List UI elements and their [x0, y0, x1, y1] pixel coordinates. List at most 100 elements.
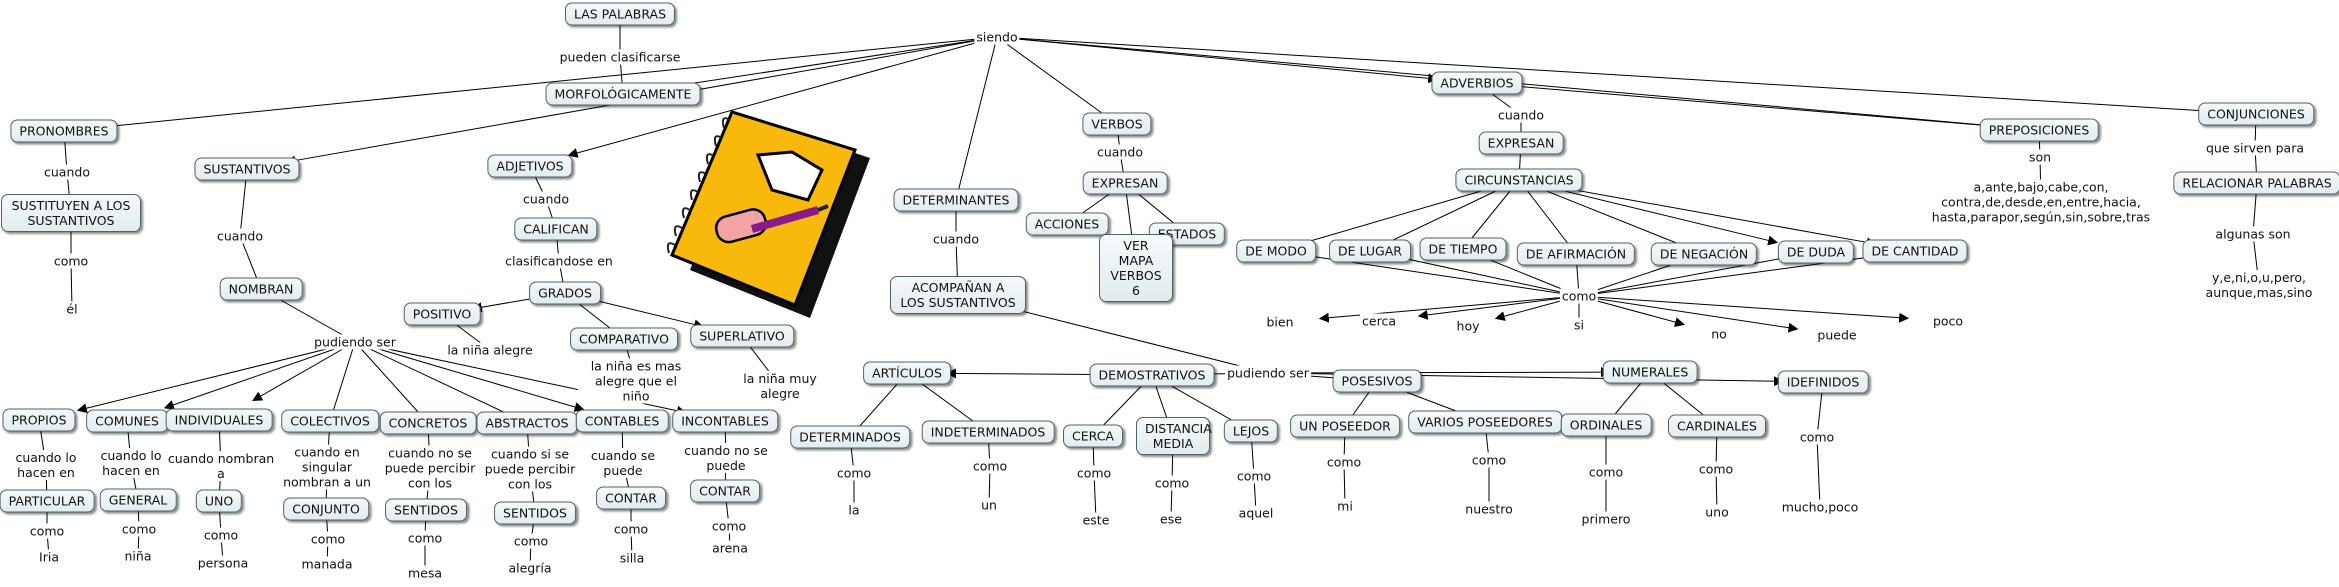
connector-line	[567, 36, 998, 158]
notebook-icon	[666, 110, 870, 318]
concept-node-comparativo[interactable]: COMPARATIVO	[570, 327, 678, 351]
concept-node-de-cantidad[interactable]: DE CANTIDAD	[1862, 239, 1968, 263]
concept-node-articulos[interactable]: ARTÍCULOS	[863, 361, 951, 385]
concept-node-contables[interactable]: CONTABLES	[575, 409, 669, 433]
linking-phrase-como-varios: como	[1469, 452, 1509, 468]
concept-node-abstractos[interactable]: ABSTRACTOS	[476, 411, 578, 435]
concept-node-conjunciones[interactable]: CONJUNCIONES	[2198, 102, 2314, 126]
concept-node-contar-a[interactable]: CONTAR	[596, 486, 666, 510]
concept-node-sentidos-a[interactable]: SENTIDOS	[385, 498, 467, 522]
connector-line	[354, 341, 528, 424]
concept-node-califican[interactable]: CALIFICAN	[514, 217, 598, 241]
linking-phrase-silla: silla	[617, 550, 647, 566]
concept-node-cerca[interactable]: CERCA	[1063, 424, 1123, 448]
concept-node-las-palabras[interactable]: LAS PALABRAS	[564, 2, 676, 26]
connector-line	[252, 341, 356, 401]
connector-line	[1578, 251, 1817, 297]
concept-node-distancia-media[interactable]: DISTANCIA MEDIA	[1136, 417, 1212, 455]
concept-node-comunes[interactable]: COMUNES	[86, 409, 168, 433]
concept-node-posesivos[interactable]: POSESIVOS	[1332, 369, 1422, 393]
linking-phrase-como-ordinales: como	[1586, 464, 1626, 480]
connector-line	[1093, 472, 1097, 521]
concept-node-superlativo[interactable]: SUPERLATIVO	[690, 324, 794, 348]
concept-node-de-negacion[interactable]: DE NEGACIÓN	[1650, 242, 1758, 266]
linking-phrase-preposiciones-lista: a,ante,bajo,cabe,con, contra,de,desde,en…	[1921, 179, 2161, 225]
connector-line	[1275, 179, 1520, 252]
concept-node-nombran[interactable]: NOMBRAN	[219, 277, 303, 301]
concept-node-cardinales[interactable]: CARDINALES	[1668, 414, 1766, 438]
concept-node-preposiciones[interactable]: PREPOSICIONES	[1979, 118, 2099, 142]
concept-node-indeterminados[interactable]: INDETERMINADOS	[921, 420, 1055, 444]
concept-node-colectivos[interactable]: COLECTIVOS	[281, 409, 379, 433]
concept-node-propios[interactable]: PROPIOS	[2, 408, 76, 432]
concept-node-de-tiempo[interactable]: DE TIEMPO	[1419, 237, 1507, 261]
concept-node-determinantes[interactable]: DETERMINANTES	[893, 188, 1019, 212]
concept-node-varios-poseedores[interactable]: VARIOS POSEEDORES	[1408, 410, 1562, 434]
linking-phrase-como-un-poseedor: como	[1324, 454, 1364, 470]
concept-node-de-lugar[interactable]: DE LUGAR	[1329, 239, 1411, 263]
connector-line	[1816, 436, 1821, 508]
concept-node-individuales[interactable]: INDIVIDUALES	[165, 408, 273, 432]
linking-phrase-como-cerca: como	[1074, 465, 1114, 481]
concept-node-ordinales[interactable]: ORDINALES	[1560, 413, 1652, 437]
linking-phrase-como-pron: como	[51, 253, 91, 269]
concept-node-lejos[interactable]: LEJOS	[1223, 419, 1279, 443]
linking-phrase-cuando-adj: cuando	[521, 191, 571, 207]
linking-phrase-persona: persona	[195, 555, 251, 571]
concept-node-sentidos-b[interactable]: SENTIDOS	[494, 501, 576, 525]
concept-node-uno[interactable]: UNO	[195, 489, 243, 513]
linking-phrase-la: la	[846, 502, 862, 518]
concept-node-de-duda[interactable]: DE DUDA	[1777, 240, 1855, 264]
connector-line	[354, 341, 429, 424]
concept-node-numerales[interactable]: NUMERALES	[1602, 360, 1698, 384]
concept-node-conjunto[interactable]: CONJUNTO	[283, 497, 369, 521]
concept-node-acompanan[interactable]: ACOMPAÑAN A LOS SUSTANTIVOS	[890, 276, 1026, 314]
concept-node-particular[interactable]: PARTICULAR	[0, 489, 95, 513]
concept-node-adverbios[interactable]: ADVERBIOS	[1431, 71, 1523, 95]
linking-phrase-uno-ej: uno	[1703, 504, 1731, 520]
concept-node-morfologicamente[interactable]: MORFOLÓGICAMENTE	[545, 82, 701, 106]
concept-node-determinados[interactable]: DETERMINADOS	[790, 425, 910, 449]
linking-phrase-como-incontables: como	[709, 518, 749, 534]
concept-node-sustantivos[interactable]: SUSTANTIVOS	[194, 157, 300, 181]
concept-node-acciones[interactable]: ACCIONES	[1025, 212, 1109, 236]
linking-phrase-cuando-concretos: cuando no se puede percibir con los	[376, 445, 484, 491]
connector-line	[996, 36, 1118, 125]
concept-node-circunstancias[interactable]: CIRCUNSTANCIAS	[1455, 168, 1583, 192]
concept-node-un-poseedor[interactable]: UN POSEEDOR	[1290, 414, 1400, 438]
concept-node-verbos[interactable]: VERBOS	[1082, 112, 1152, 136]
linking-phrase-como-indeterminados: como	[970, 458, 1010, 474]
linking-phrase-primero: primero	[1579, 511, 1633, 527]
concept-node-sustituyen[interactable]: SUSTITUYEN A LOS SUSTANTIVOS	[1, 194, 141, 232]
linking-phrase-como-contables: como	[611, 521, 651, 537]
concept-node-relacionar[interactable]: RELACIONAR PALABRAS	[2173, 171, 2339, 195]
concept-node-general[interactable]: GENERAL	[99, 488, 177, 512]
concept-node-de-afirmacion[interactable]: DE AFIRMACIÓN	[1516, 242, 1636, 266]
concept-node-pronombres[interactable]: PRONOMBRES	[10, 119, 118, 143]
linking-phrase-cuando-contables: cuando se puede	[581, 448, 665, 478]
concept-node-incontables[interactable]: INCONTABLES	[672, 409, 778, 433]
concept-node-contar-b[interactable]: CONTAR	[690, 479, 760, 503]
linking-phrase-conjunciones-lista: y,e,ni,o,u,pero, aunque,mas,sino	[2192, 270, 2326, 300]
connector-line	[1578, 250, 1916, 297]
linking-phrase-como-comunes: como	[119, 521, 159, 537]
linking-phrase-aquel: aquel	[1236, 505, 1276, 521]
concept-node-de-modo[interactable]: DE MODO	[1236, 239, 1316, 263]
concept-node-expresan-v[interactable]: EXPRESAN	[1082, 171, 1168, 195]
linking-phrase-cuando-pron: cuando	[42, 164, 92, 180]
concept-node-adjetivos[interactable]: ADJETIVOS	[487, 154, 573, 178]
linking-phrase-iria: Iria	[37, 549, 61, 565]
concept-node-indefinidos[interactable]: IDEFINIDOS	[1777, 370, 1869, 394]
concept-node-ver-mapa[interactable]: VER MAPA VERBOS 6	[1099, 234, 1173, 302]
concept-node-grados[interactable]: GRADOS	[529, 281, 601, 305]
concept-node-positivo[interactable]: POSITIVO	[403, 302, 481, 326]
linking-phrase-hoy: hoy	[1454, 318, 1482, 334]
concept-node-concretos[interactable]: CONCRETOS	[379, 411, 477, 435]
concept-node-demostrativos[interactable]: DEMOSTRATIVOS	[1089, 363, 1215, 387]
linking-phrase-cuando-incontables: cuando no se puede	[679, 443, 773, 473]
connector-line	[329, 341, 356, 422]
connector-line	[1267, 367, 1612, 378]
linking-phrase-ese: ese	[1158, 511, 1184, 527]
concept-node-expresan-a[interactable]: EXPRESAN	[1478, 131, 1564, 155]
linking-phrase-como-colect: como	[308, 531, 348, 547]
